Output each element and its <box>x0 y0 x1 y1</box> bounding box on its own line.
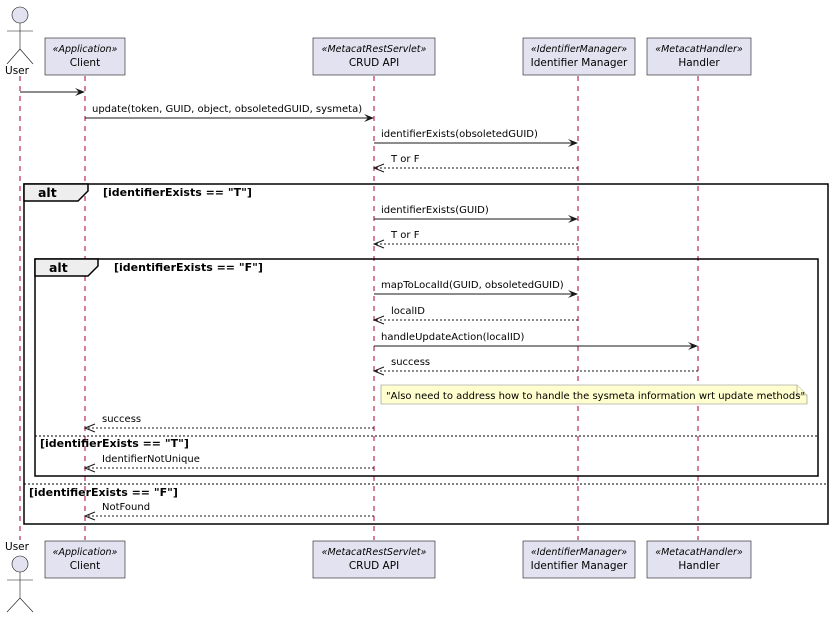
participant-idm-name: Identifier Manager <box>531 57 628 69</box>
alt-fragment-inner: alt [identifierExists == "F"] [identifie… <box>34 258 819 477</box>
participant-idm-bottom: «IdentifierManager» Identifier Manager <box>522 540 636 579</box>
participant-idm-name-bottom: Identifier Manager <box>531 560 628 572</box>
lifelines <box>19 76 699 540</box>
message-label-5: T or F <box>390 230 420 241</box>
message-arrowhead-7 <box>372 315 385 325</box>
message-arrowhead-9 <box>372 366 385 376</box>
message-arrowhead-0 <box>75 88 85 96</box>
participant-client-stereotype: «Application» <box>53 44 118 55</box>
messages: update(token, GUID, object, obsoletedGUI… <box>20 88 698 521</box>
actor-user-top: User <box>5 6 34 77</box>
actor-user-label: User <box>5 65 30 77</box>
participant-handler-name-bottom: Handler <box>678 560 720 572</box>
participant-client-top: «Application» Client <box>44 37 126 76</box>
participant-crud-stereotype: «MetacatRestServlet» <box>322 44 427 55</box>
message-label-12: NotFound <box>102 502 150 513</box>
message-label-2: identifierExists(obsoletedGUID) <box>381 129 538 140</box>
message-arrowhead-2 <box>568 139 578 147</box>
message-arrowhead-3 <box>372 163 385 173</box>
message-arrowhead-8 <box>688 342 698 350</box>
participant-client-stereotype-bottom: «Application» <box>53 547 118 558</box>
participant-handler-top: «MetacatHandler» Handler <box>646 37 752 76</box>
participant-handler-name: Handler <box>678 57 720 69</box>
message-label-11: IdentifierNotUnique <box>102 454 200 465</box>
message-label-10: success <box>102 414 141 425</box>
participant-handler-stereotype-bottom: «MetacatHandler» <box>655 547 743 558</box>
participant-client-bottom: «Application» Client <box>44 540 126 579</box>
participant-crud-name: CRUD API <box>349 57 399 69</box>
alt-keyword-outer: alt <box>38 185 57 200</box>
message-arrowhead-11 <box>83 463 96 473</box>
message-arrowhead-10 <box>83 423 96 433</box>
participant-crud-bottom: «MetacatRestServlet» CRUD API <box>312 540 436 579</box>
message-arrowhead-1 <box>364 114 374 122</box>
participant-idm-top: «IdentifierManager» Identifier Manager <box>522 37 636 76</box>
participant-idm-stereotype-bottom: «IdentifierManager» <box>531 547 627 558</box>
participant-crud-stereotype-bottom: «MetacatRestServlet» <box>322 547 427 558</box>
participant-handler-stereotype: «MetacatHandler» <box>655 44 743 55</box>
participant-handler-bottom: «MetacatHandler» Handler <box>646 540 752 579</box>
participant-crud-name-bottom: CRUD API <box>349 560 399 572</box>
message-label-7: localID <box>391 306 425 317</box>
message-arrowhead-6 <box>568 290 578 298</box>
message-label-6: mapToLocalId(GUID, obsoletedGUID) <box>381 280 564 291</box>
note: "Also need to address how to handle the … <box>380 384 808 405</box>
message-label-9: success <box>391 357 430 368</box>
alt-guard-inner: [identifierExists == "F"] <box>114 261 263 274</box>
participant-client-name: Client <box>70 57 100 69</box>
message-label-4: identifierExists(GUID) <box>381 205 489 216</box>
note-text: "Also need to address how to handle the … <box>386 391 805 402</box>
message-label-1: update(token, GUID, object, obsoletedGUI… <box>92 104 362 115</box>
participant-idm-stereotype: «IdentifierManager» <box>531 44 627 55</box>
message-label-8: handleUpdateAction(localID) <box>381 332 524 343</box>
alt-else-guard-outer: [identifierExists == "F"] <box>29 486 178 499</box>
actor-user-label-bottom: User <box>5 541 30 553</box>
message-arrowhead-12 <box>83 511 96 521</box>
alt-keyword-inner: alt <box>49 260 68 275</box>
actor-user-bottom: User <box>5 541 34 613</box>
participant-client-name-bottom: Client <box>70 560 100 572</box>
alt-fragment-outer: alt [identifierExists == "T"] [identifie… <box>23 183 829 525</box>
alt-guard-outer: [identifierExists == "T"] <box>103 186 252 199</box>
message-arrowhead-5 <box>372 239 385 249</box>
message-label-3: T or F <box>390 154 420 165</box>
participant-crud-top: «MetacatRestServlet» CRUD API <box>312 37 436 76</box>
message-arrowhead-4 <box>568 215 578 223</box>
alt-else-guard-inner: [identifierExists == "T"] <box>40 437 189 450</box>
